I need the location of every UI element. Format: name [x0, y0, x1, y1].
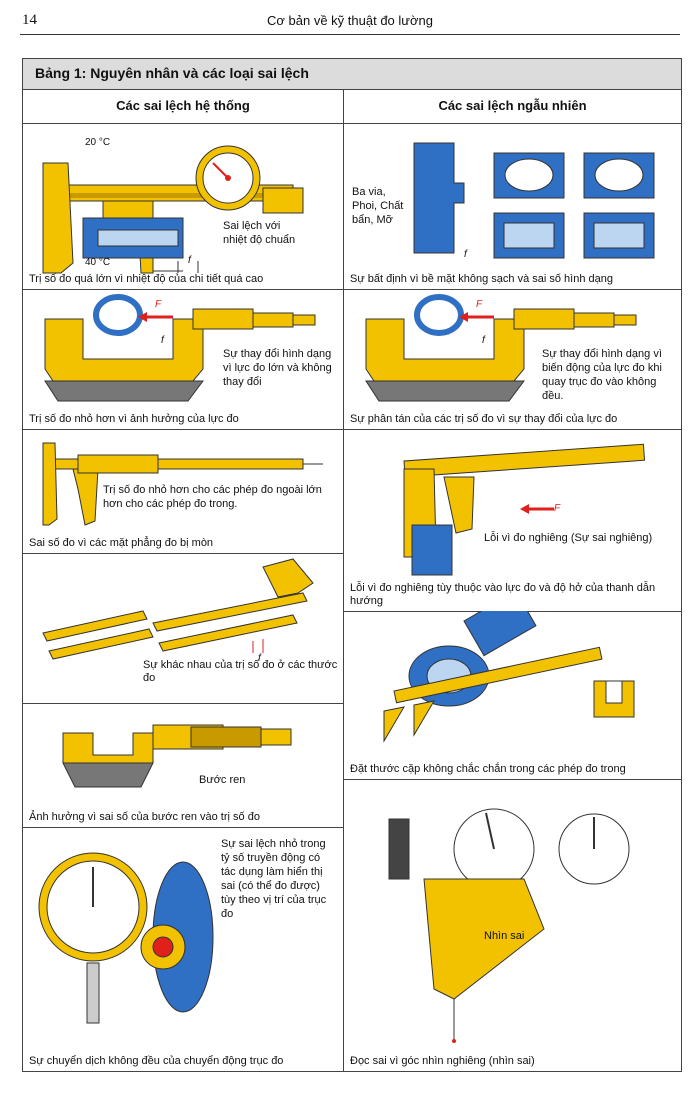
error-table: Bảng 1: Nguyên nhân và các loại sai lệch…	[22, 58, 682, 1072]
cell-parallax: Nhìn sai Đọc sai vì góc nhìn nghiêng (nh…	[344, 779, 681, 1071]
col-header-systematic: Các sai lệch hệ thống	[23, 89, 344, 124]
cell-rulers: f Sự khác nhau của trị số đo ở các thước…	[23, 553, 343, 704]
f-label: f	[258, 653, 261, 664]
note-force: Sự thay đổi hình dạng vì lực đo lớn và k…	[223, 348, 332, 388]
micrometer-scatter-illustration	[365, 294, 637, 402]
note-dial-drift: Sự sai lệch nhỏ trong tỷ số truyền động …	[221, 838, 327, 920]
caption-worn-faces: Sai số đo vì các mặt phẳng đo bị mòn	[29, 537, 214, 549]
note-surface: Ba via, Phoi, Chất bẩn, Mỡ	[352, 186, 404, 226]
systematic-column: 20 °C 40 °C f Sai lệch với nhiệt độ chuẩ…	[23, 123, 344, 1071]
caption-rulers: Sự khác nhau của trị số đo ở các thước đ…	[143, 659, 338, 684]
caption-tilt: Lỗi vì đo nghiêng tùy thuộc vào lực đo v…	[350, 582, 656, 607]
worn-caliper-illustration	[42, 442, 323, 526]
col-header-random: Các sai lệch ngẫu nhiên	[344, 89, 681, 124]
caption-parallax: Đọc sai vì góc nhìn nghiêng (nhìn sai)	[350, 1055, 535, 1067]
page-number: 14	[22, 12, 37, 28]
table-title: Bảng 1: Nguyên nhân và các loại sai lệch	[35, 65, 309, 81]
note-temperature: Sai lệch với nhiệt độ chuẩn	[223, 220, 296, 246]
F-label: F	[476, 299, 483, 310]
note-thread: Bước ren	[199, 774, 246, 786]
parallax-dial-illustration	[388, 808, 630, 1043]
tilt-caliper-illustration	[403, 443, 646, 576]
cell-inner-measure: Đặt thước cặp không chắc chắn trong các …	[344, 611, 681, 780]
thread-micrometer-illustration	[62, 724, 292, 788]
caption-temperature: Trị số đo quá lớn vì nhiệt độ của chi ti…	[29, 273, 264, 285]
f-label: f	[161, 335, 164, 346]
inner-caliper-illustration	[383, 611, 635, 743]
f-label: f	[482, 335, 485, 346]
F-label: F	[155, 299, 162, 310]
dial-indicator-illustration	[38, 852, 214, 1024]
cell-force-scatter: F f Sự thay đổi hình dạng vì biến động c…	[344, 289, 681, 430]
header-rule	[20, 34, 680, 35]
caption-dial-drift: Sự chuyển dịch không đều của chuyển động…	[29, 1055, 284, 1067]
f-label: f	[188, 255, 191, 266]
caption-surface: Sự bất định vì bề mặt không sạch và sai …	[350, 273, 613, 285]
temp-part-label: 40 °C	[85, 257, 111, 268]
table-title-bar: Bảng 1: Nguyên nhân và các loại sai lệch	[23, 59, 681, 90]
caption-force-scatter: Sự phân tán của các trị số đo vì sự thay…	[350, 413, 618, 425]
micrometer-ring-illustration	[44, 294, 316, 402]
caption-inner-measure: Đặt thước cặp không chắc chắn trong các …	[350, 763, 626, 775]
F-label: F	[554, 503, 561, 514]
rulers-illustration	[42, 558, 314, 660]
cell-tilt: F Lỗi vì đo nghiêng (Sự sai nghiêng) Lỗi…	[344, 429, 681, 612]
note-parallax: Nhìn sai	[484, 930, 525, 942]
caption-force: Trị số đo nhỏ hơn vì ảnh hưởng của lực đ…	[29, 413, 239, 425]
cell-dial-drift: Sự sai lệch nhỏ trong tỷ số truyền động …	[23, 827, 343, 1071]
cell-thread: Bước ren Ảnh hưởng vì sai số của bước re…	[23, 703, 343, 828]
cell-worn-faces: Trị số đo nhỏ hơn cho các phép đo ngoài …	[23, 429, 343, 554]
page-header: 14 Cơ bản về kỹ thuật đo lường	[0, 0, 700, 40]
caption-thread: Ảnh hưởng vì sai số của bước ren vào trị…	[29, 811, 260, 823]
caliper-dial-illustration	[42, 145, 304, 274]
running-title: Cơ bản về kỹ thuật đo lường	[267, 13, 433, 28]
note-tilt: Lỗi vì đo nghiêng (Sự sai nghiêng)	[484, 532, 653, 544]
random-column: Ba via, Phoi, Chất bẩn, Mỡ f Sự bất định…	[344, 123, 681, 1071]
temp-reference-label: 20 °C	[85, 137, 111, 148]
cell-force: F f Sự thay đổi hình dạng vì lực đo lớn …	[23, 289, 343, 430]
note-force-scatter: Sự thay đổi hình dạng vì biến động của l…	[542, 348, 662, 402]
note-worn-faces: Trị số đo nhỏ hơn cho các phép đo ngoài …	[103, 484, 322, 510]
f-label: f	[464, 249, 467, 260]
surface-form-illustration	[413, 142, 655, 259]
cell-surface: Ba via, Phoi, Chất bẩn, Mỡ f Sự bất định…	[344, 123, 681, 290]
cell-temperature: 20 °C 40 °C f Sai lệch với nhiệt độ chuẩ…	[23, 123, 343, 290]
